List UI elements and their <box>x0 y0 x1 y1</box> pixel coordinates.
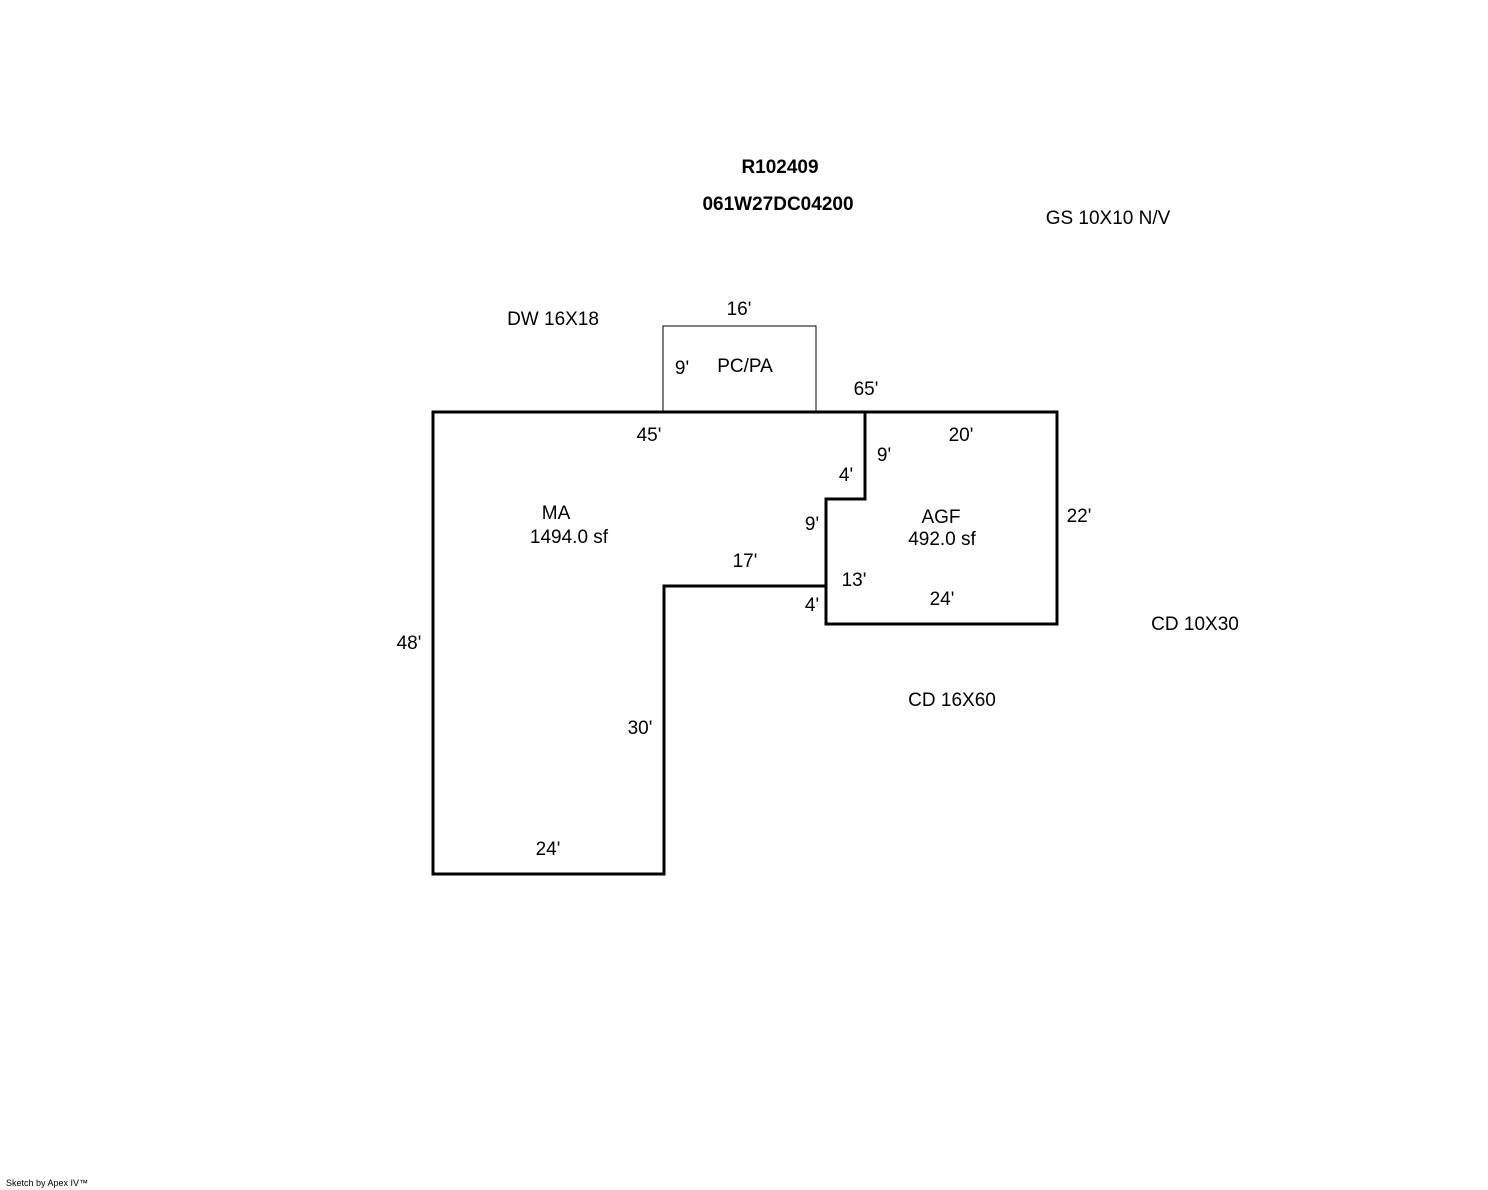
property-id: R102409 <box>741 157 819 178</box>
dim-agf-notch-upper: 9' <box>876 445 892 466</box>
dim-ma-bottom: 24' <box>535 839 561 860</box>
garage-area-code: AGF <box>921 507 961 528</box>
dim-step-horizontal: 4' <box>838 465 854 486</box>
note-cd-small: CD 10X30 <box>1151 614 1239 635</box>
dim-notch-lower: 4' <box>804 595 820 616</box>
garage-area-outline <box>824 410 1059 626</box>
dim-notch-vertical: 9' <box>804 514 820 535</box>
note-dw: DW 16X18 <box>507 309 599 330</box>
dim-agf-top: 20' <box>948 425 974 446</box>
parcel-number: 061W27DC04200 <box>702 194 854 215</box>
main-area-outline <box>431 410 867 876</box>
garage-area-size: 492.0 sf <box>908 529 976 550</box>
sketch-credit: Sketch by Apex IV™ <box>6 1178 89 1188</box>
porch-label: PC/PA <box>717 356 773 377</box>
dim-ma-inner-top: 17' <box>732 551 758 572</box>
dim-ma-inner-side: 30' <box>627 718 653 739</box>
main-area-size: 1494.0 sf <box>529 527 609 548</box>
dim-ma-left: 48' <box>396 633 422 654</box>
dim-ma-top: 45' <box>636 425 662 446</box>
main-area-code: MA <box>541 503 571 524</box>
dim-agf-inner-side: 13' <box>841 570 867 591</box>
dim-porch-side: 9' <box>674 358 690 379</box>
dim-agf-right: 22' <box>1066 506 1092 527</box>
note-cd-large: CD 16X60 <box>908 690 996 711</box>
note-gs: GS 10X10 N/V <box>1045 208 1171 229</box>
dim-overall-top: 65' <box>853 379 879 400</box>
dim-agf-bottom: 24' <box>929 589 955 610</box>
dim-porch-top: 16' <box>726 299 752 320</box>
